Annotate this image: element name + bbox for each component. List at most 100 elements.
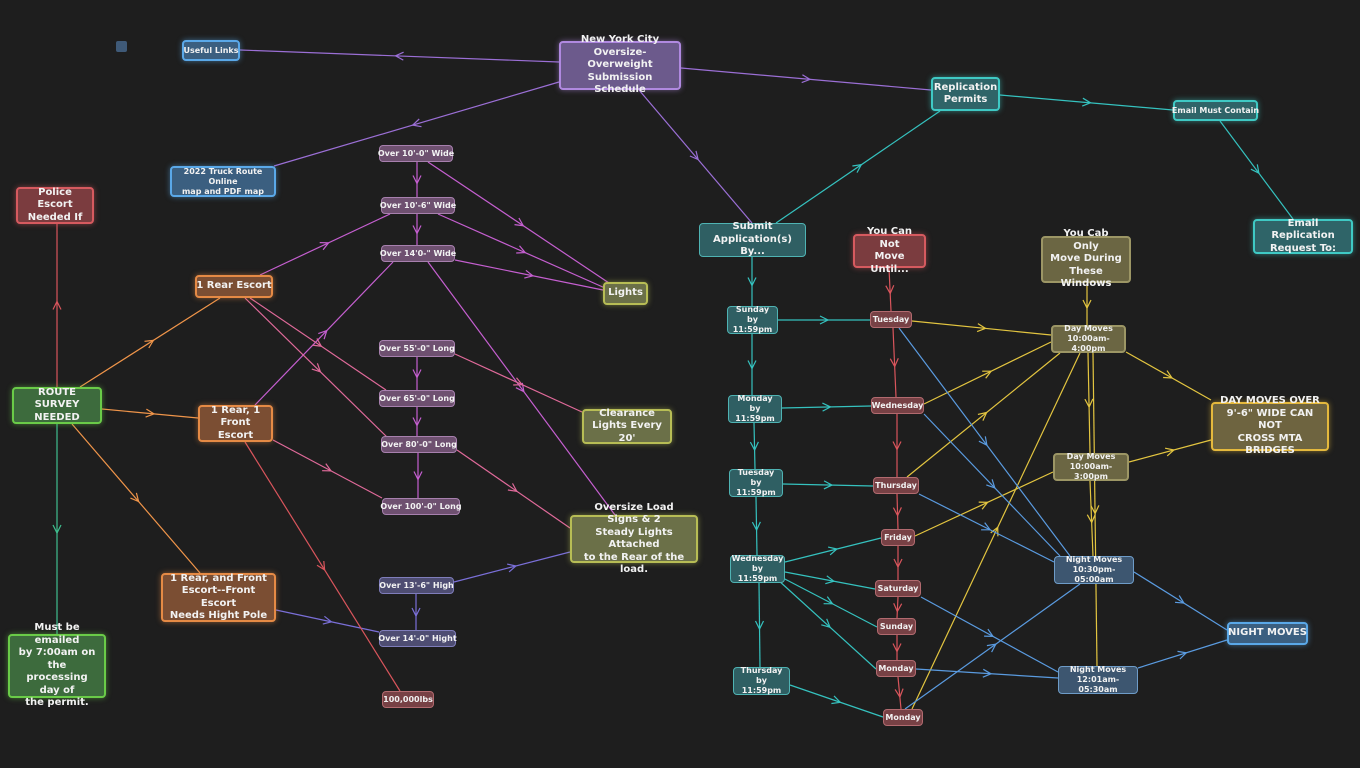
tuesday-by-node[interactable]: Tuesday by 11:59pm — [729, 468, 783, 497]
oversize-signs-node[interactable]: Oversize Load Signs & 2 Steady Lights At… — [570, 502, 698, 575]
edge-arrow-28 — [506, 563, 518, 573]
friday-node[interactable]: Friday — [881, 529, 915, 546]
edge-9 — [79, 297, 221, 388]
edge-60 — [1089, 480, 1094, 557]
edge-56 — [906, 352, 1061, 478]
edge-27 — [272, 439, 383, 499]
edge-17 — [259, 213, 391, 276]
edge-arrow-68 — [982, 668, 993, 678]
truck-route-node[interactable]: 2022 Truck Route Online map and PDF map — [170, 166, 276, 197]
night-moves-2-node[interactable]: Night Moves 12:01am-05:30am — [1058, 665, 1138, 694]
edge-arrow-52 — [894, 688, 904, 699]
edge-arrow-60 — [1086, 514, 1096, 524]
nyc-schedule-node[interactable]: New York City Oversize-Overweight Submis… — [559, 34, 681, 95]
edge-arrow-61 — [978, 501, 989, 510]
edge-63 — [1092, 352, 1098, 667]
edge-arrow-33 — [747, 360, 757, 370]
edge-arrow-59 — [1164, 447, 1176, 457]
edge-19 — [254, 261, 394, 406]
edge-11 — [71, 423, 201, 574]
day-moves-wide-node[interactable]: DAY MOVES OVER 9'-6" WIDE CAN NOT CROSS … — [1211, 395, 1329, 456]
edge-arrow-29 — [411, 607, 421, 618]
thursday-node[interactable]: Thursday — [873, 477, 919, 494]
monday-by-node[interactable]: Monday by 11:59pm — [728, 394, 782, 423]
edge-70 — [1133, 571, 1228, 631]
edge-arrow-10 — [145, 408, 156, 418]
submit-app-node[interactable]: Submit Application(s) By... — [699, 221, 806, 257]
cannot-move-node[interactable]: You Can Not Move Until... — [853, 226, 926, 275]
edge-arrow-32 — [747, 277, 757, 287]
tuesday-node[interactable]: Tuesday — [870, 311, 912, 328]
over-14-0-high-node[interactable]: Over 14'-0" Hight — [378, 630, 457, 647]
night-moves-node[interactable]: NIGHT MOVES — [1227, 622, 1308, 645]
lbs-100000-node[interactable]: 100,000lbs — [382, 691, 434, 708]
edge-69 — [904, 583, 1081, 710]
edge-arrow-64 — [978, 436, 988, 447]
email-replication-node[interactable]: Email Replication Request To: — [1253, 218, 1353, 254]
edge-arrow-7 — [52, 300, 62, 310]
day-moves-1-node[interactable]: Day Moves 10:00am-4:00pm — [1051, 324, 1126, 353]
edge-arrow-21 — [412, 417, 422, 427]
edge-1 — [273, 81, 560, 167]
edge-26 — [244, 297, 391, 441]
day-moves-2-node[interactable]: Day Moves 10:00am-3:00pm — [1053, 452, 1129, 481]
useful-links-node[interactable]: Useful Links — [182, 40, 240, 61]
edge-arrow-23 — [513, 377, 524, 386]
monday2-node[interactable]: Monday — [883, 709, 923, 726]
edge-23 — [454, 353, 583, 413]
edge-arrow-2 — [801, 74, 812, 84]
edge-59 — [1128, 439, 1212, 463]
edge-arrow-24 — [507, 483, 518, 493]
edge-arrow-71 — [1177, 650, 1188, 660]
must-be-emailed-node[interactable]: Must be emailed by 7:00am on the process… — [8, 622, 106, 708]
edge-15 — [437, 213, 606, 289]
edge-28 — [453, 551, 571, 583]
edge-30 — [275, 609, 380, 633]
saturday-node[interactable]: Saturday — [875, 580, 921, 597]
monday1-node[interactable]: Monday — [876, 660, 916, 677]
edge-39 — [782, 483, 874, 487]
edge-14 — [427, 161, 613, 286]
over-65-long-node[interactable]: Over 65'-0" Long — [379, 390, 455, 407]
edge-arrow-34 — [749, 441, 759, 452]
edge-arrow-13 — [412, 225, 422, 235]
over-14-0-wide-node[interactable]: Over 14'0-" Wide — [380, 245, 456, 262]
night-moves-1-node[interactable]: Night Moves 10:30pm-05:00am — [1054, 555, 1134, 584]
wednesday-by-node[interactable]: Wednesday by 11:59pm — [730, 554, 785, 583]
edge-arrow-63 — [1090, 505, 1100, 515]
thursday-by-node[interactable]: Thursday by 11:59pm — [733, 666, 790, 695]
edge-arrow-54 — [976, 323, 987, 333]
over-10-0-wide-node[interactable]: Over 10'-0" Wide — [378, 145, 454, 162]
edge-54 — [911, 320, 1052, 336]
edge-35 — [755, 496, 758, 556]
edge-arrow-41 — [825, 575, 836, 585]
wednesday-node[interactable]: Wednesday — [871, 397, 924, 414]
over-10-6-wide-node[interactable]: Over 10'-6" Wide — [380, 197, 456, 214]
rear-front-escort-node[interactable]: 1 Rear, 1 Front Escort — [198, 405, 273, 442]
over-13-6-high-node[interactable]: Over 13'-6" High — [379, 577, 454, 594]
rear-front-pole-node[interactable]: 1 Rear, and Front Escort--Front Escort N… — [161, 573, 276, 622]
email-must-contain-node[interactable]: Email Must Contain — [1172, 100, 1259, 121]
edge-16 — [454, 259, 604, 291]
square-node[interactable] — [116, 41, 127, 52]
edge-arrow-14 — [514, 217, 525, 227]
edge-arrow-43 — [821, 618, 831, 629]
edge-arrow-6 — [852, 163, 863, 173]
route-survey-node[interactable]: ROUTE SURVEY NEEDED — [12, 387, 102, 424]
over-100-long-node[interactable]: Over 100'-0" Long — [380, 498, 462, 515]
edge-62 — [911, 352, 1081, 710]
over-55-long-node[interactable]: Over 55'-0" Long — [379, 340, 455, 357]
edge-arrow-51 — [892, 643, 902, 653]
edge-arrow-57 — [1163, 370, 1174, 379]
sunday-node[interactable]: Sunday — [877, 618, 916, 635]
rear-escort-node[interactable]: 1 Rear Escort — [195, 275, 273, 298]
clearance-lights-node[interactable]: Clearance Lights Every 20' — [582, 408, 672, 444]
cab-only-node[interactable]: You Cab Only Move During These Windows — [1041, 228, 1131, 289]
over-80-long-node[interactable]: Over 80'-0" Long — [381, 436, 457, 453]
edge-arrow-40 — [827, 546, 839, 556]
police-escort-node[interactable]: Police Escort Needed If — [16, 187, 94, 224]
replication-permits-node[interactable]: Replication Permits — [931, 77, 1000, 111]
lights-node[interactable]: Lights — [603, 282, 648, 305]
sunday-by-node[interactable]: Sunday by 11:59pm — [727, 305, 778, 334]
